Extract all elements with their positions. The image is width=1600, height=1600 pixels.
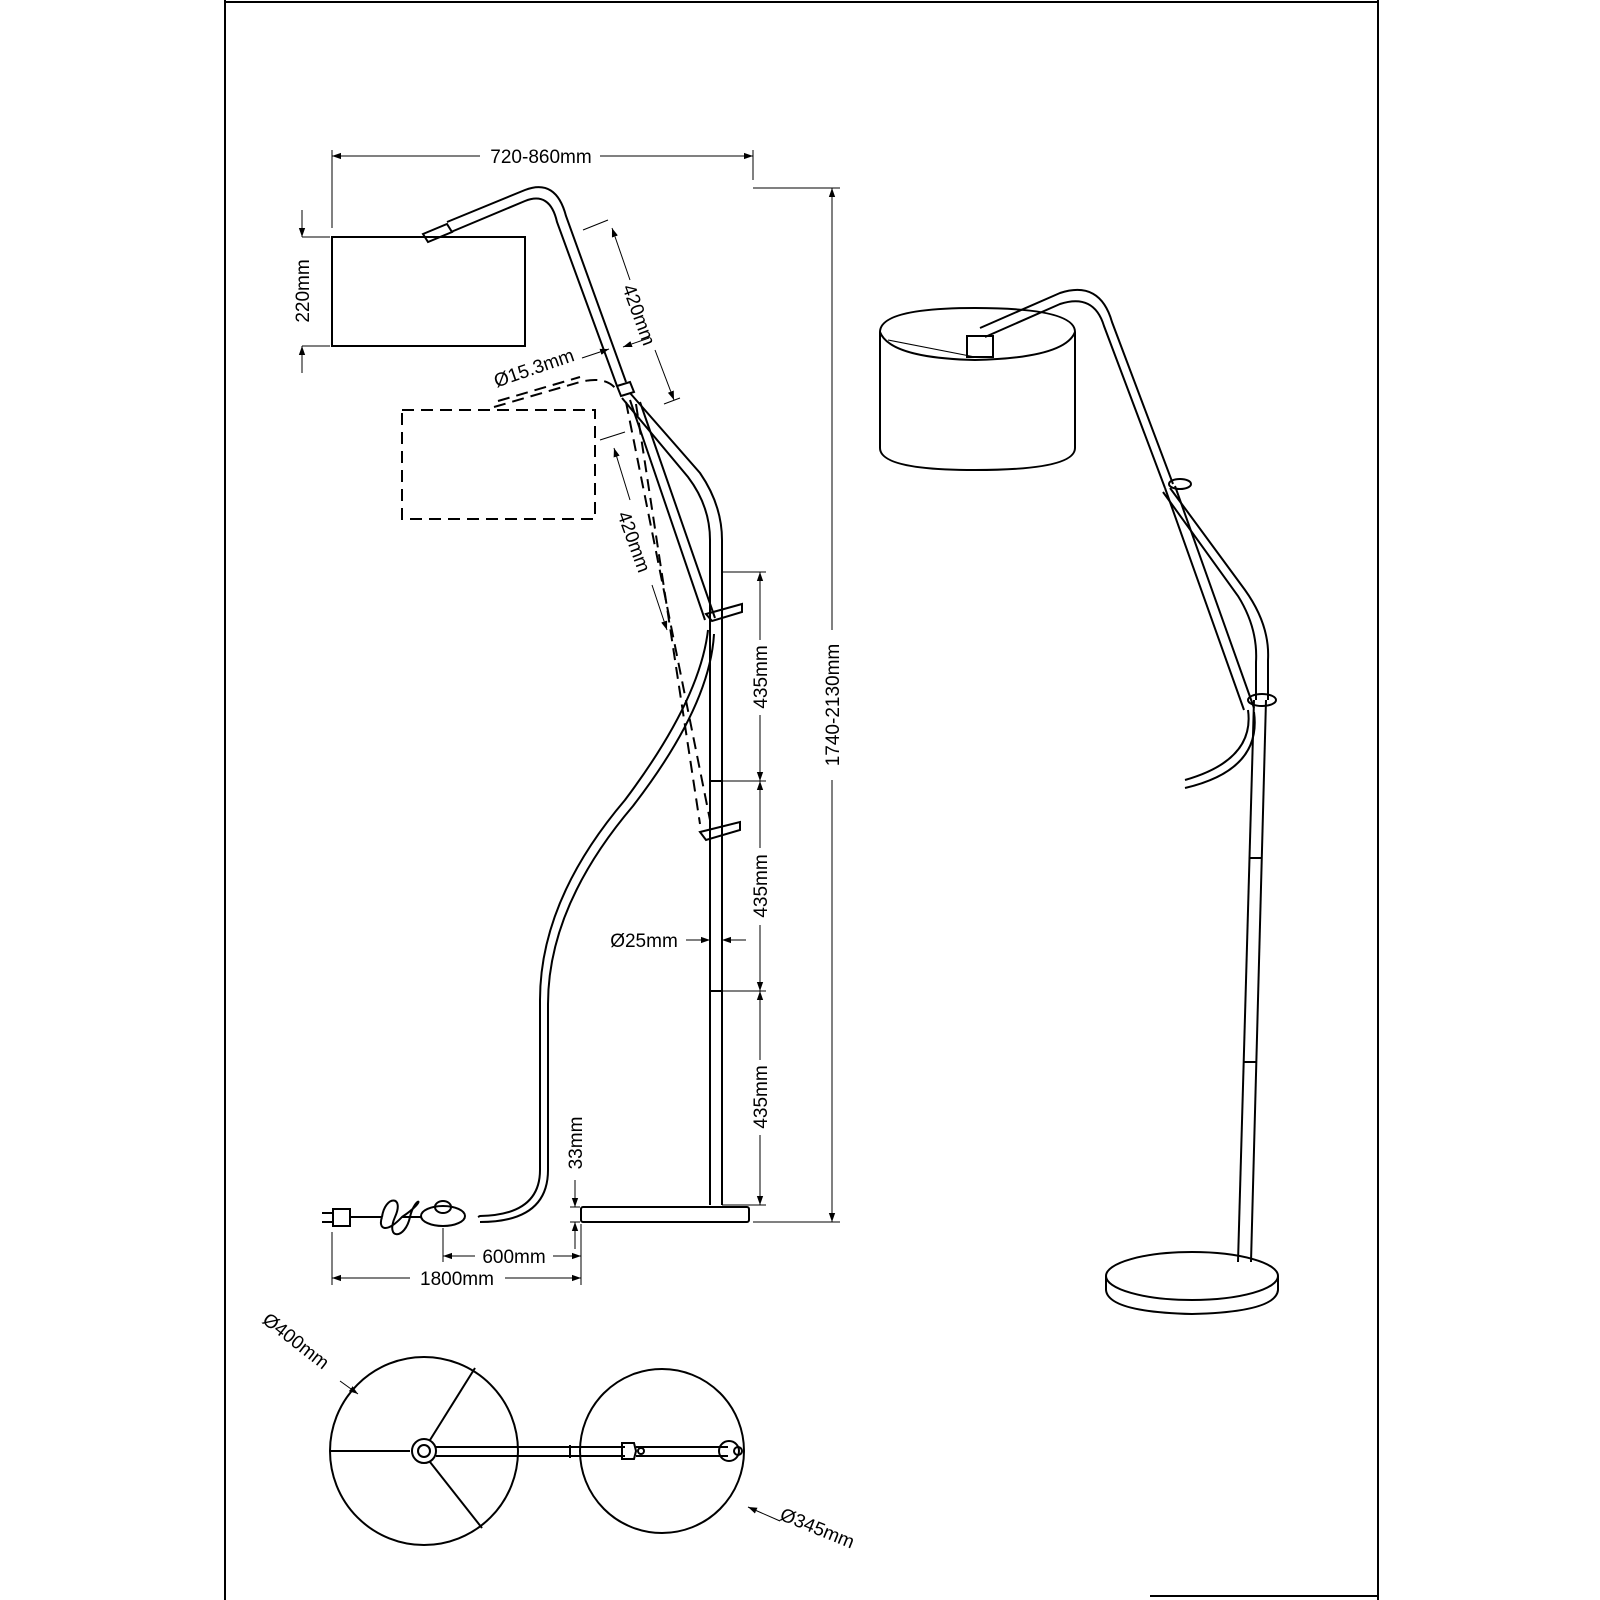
lamp-base: [580, 1206, 750, 1223]
cable-coil: [380, 1199, 420, 1236]
label-shade-height: 220mm: [293, 259, 314, 322]
label-arm-reach: 720-860mm: [490, 147, 591, 168]
main-pole: [709, 572, 723, 1205]
top-view-joint: [621, 1442, 638, 1460]
label-total-height: 1740-2130mm: [823, 644, 844, 767]
lower-arm: [629, 392, 723, 572]
lamp-perspective-view: [879, 288, 1279, 1316]
alternate-shade-position: [401, 409, 596, 520]
perspective-arm: [979, 288, 1174, 485]
label-pole-segment-2: 435mm: [751, 854, 772, 917]
dimension-lines: [298, 150, 840, 1285]
drawing-frame: [224, 0, 1379, 1600]
perspective-clamp-upper: [1168, 478, 1192, 490]
label-shade-diameter: Ø400mm: [258, 1309, 333, 1374]
label-switch-distance: 600mm: [482, 1247, 545, 1268]
lamp-top-view: [329, 1356, 781, 1546]
perspective-socket: [966, 335, 994, 358]
upper-arm: [446, 186, 627, 383]
label-cable-length: 1800mm: [420, 1269, 494, 1290]
label-pole-diameter: Ø25mm: [610, 931, 678, 952]
perspective-cable: [1184, 709, 1250, 781]
perspective-shade: [879, 306, 1076, 472]
perspective-clamp-lower: [1247, 693, 1277, 707]
label-arm-diameter: Ø15.3mm: [491, 345, 577, 392]
foot-switch: [420, 1205, 466, 1227]
lower-clamp: [698, 820, 741, 842]
perspective-base-edge: [1105, 1276, 1279, 1316]
label-base-diameter: Ø345mm: [777, 1505, 857, 1554]
arm-head-connector: [421, 222, 454, 244]
label-arm-segment-upper: 420mm: [617, 282, 658, 349]
label-base-height: 33mm: [566, 1117, 587, 1170]
perspective-pole: [1237, 699, 1267, 1263]
top-view-pole: [718, 1440, 740, 1462]
dimension-labels: 720-860mm 220mm 420mm Ø15.3mm 420mm 435m…: [258, 147, 857, 1553]
power-cable: [477, 629, 709, 1218]
base-top-circle: [579, 1368, 745, 1534]
lamp-side-view: [322, 186, 750, 1236]
power-plug: [332, 1208, 351, 1227]
perspective-base-top: [1105, 1251, 1279, 1301]
label-arm-segment-lower: 420mm: [612, 509, 653, 576]
arm-joint: [615, 380, 636, 398]
label-pole-segment-1: 435mm: [751, 645, 772, 708]
lamp-shade: [331, 236, 526, 347]
label-pole-segment-3: 435mm: [751, 1065, 772, 1128]
